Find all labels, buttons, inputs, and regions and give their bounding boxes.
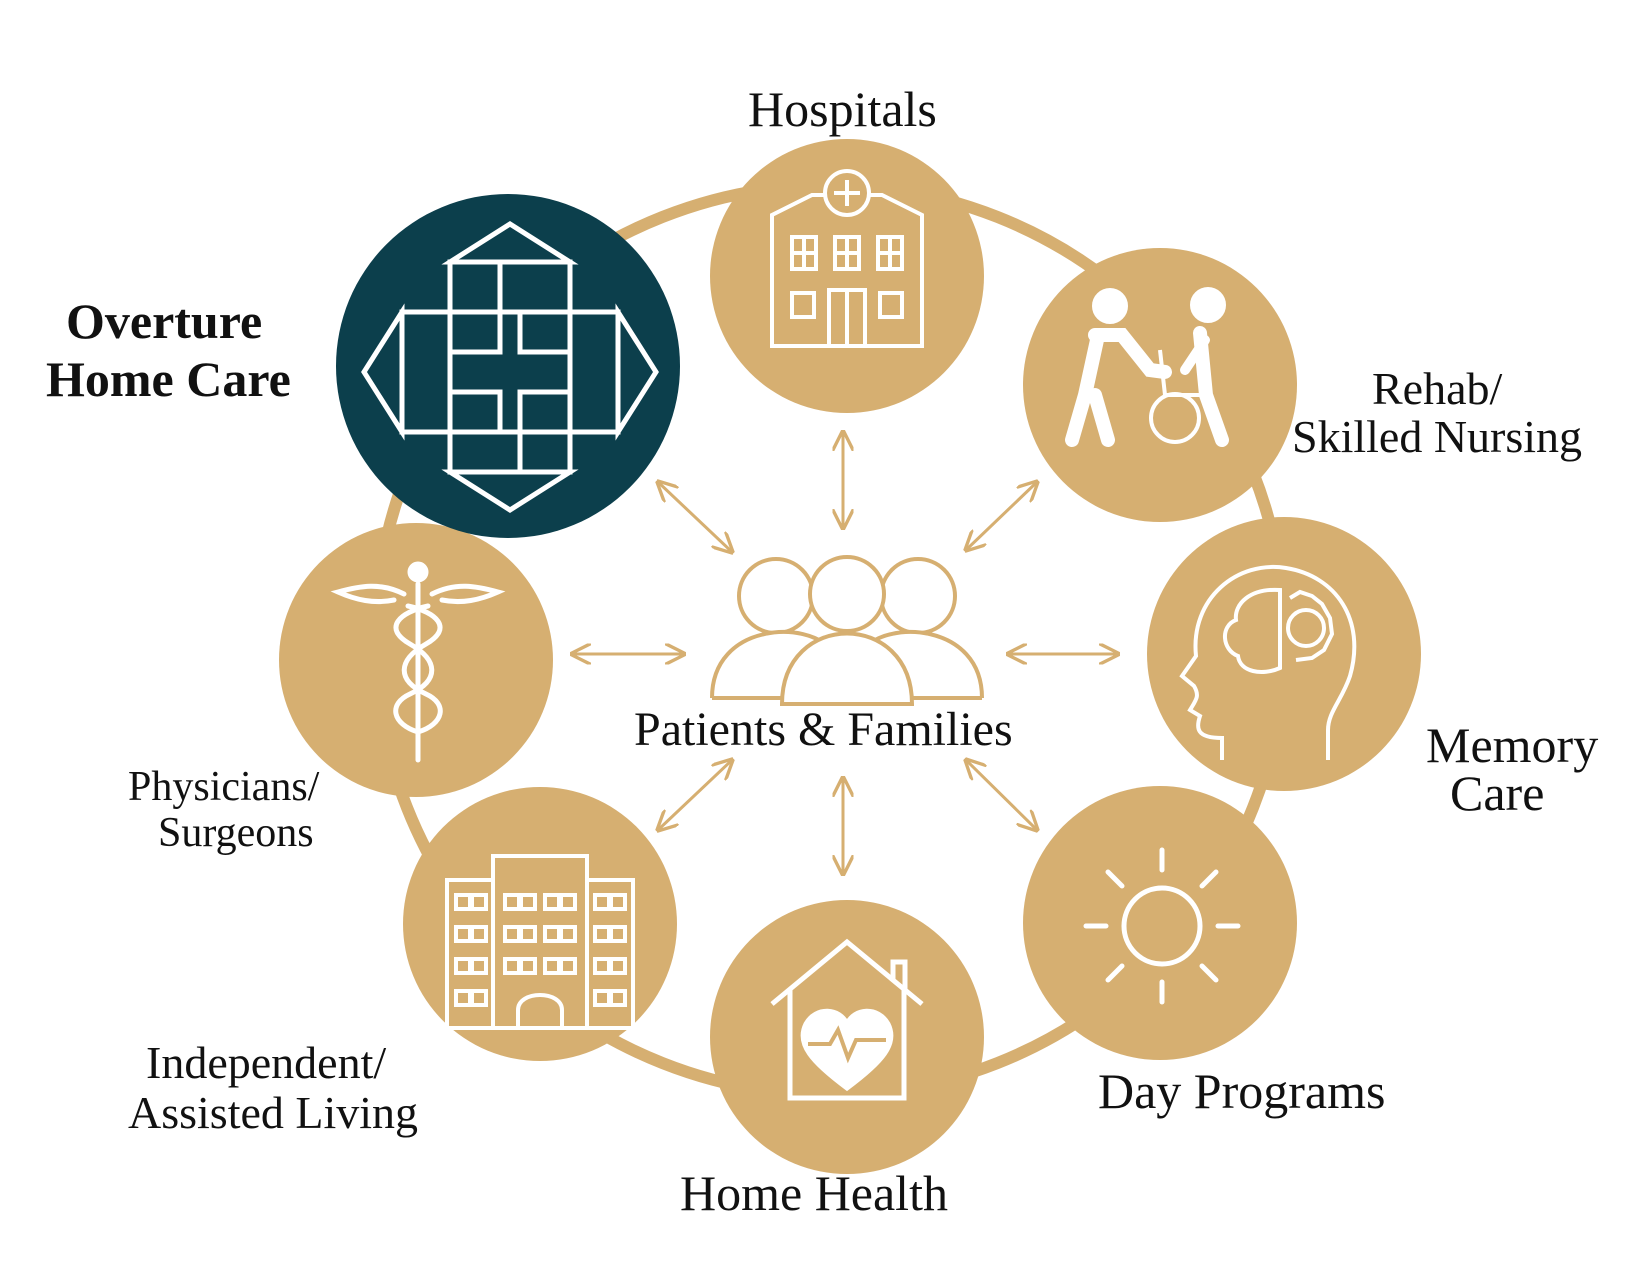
hospital-icon xyxy=(770,169,924,348)
hospitals-node xyxy=(710,139,984,413)
arrow-overture xyxy=(658,482,732,552)
center-label: Patients & Families xyxy=(634,703,1013,756)
independent-living-node xyxy=(403,787,677,1061)
house-heart-icon xyxy=(770,938,924,1101)
memory-label-line1: Memory xyxy=(1426,717,1599,773)
brand-line2: Home Care xyxy=(46,351,291,407)
brand-line1: Overture xyxy=(66,293,263,349)
independent-label-line2: Assisted Living xyxy=(128,1087,419,1138)
arrows xyxy=(572,432,1118,874)
arrow-day xyxy=(966,760,1037,830)
rehab-label-line2: Skilled Nursing xyxy=(1292,411,1583,462)
rehab-caregiver-icon xyxy=(1065,287,1229,447)
physicians-label-line1: Physicians/ xyxy=(128,764,320,810)
rehab-label-line1: Rehab/ xyxy=(1372,363,1503,414)
overture-logo-icon xyxy=(361,221,659,513)
physicians-label-line2: Surgeons xyxy=(158,810,314,856)
home-health-node xyxy=(710,900,984,1174)
hospitals-label: Hospitals xyxy=(748,81,937,137)
patients-families-icon xyxy=(710,555,984,706)
apartment-building-icon xyxy=(434,854,650,1030)
caduceus-icon xyxy=(330,561,506,763)
memory-care-node xyxy=(1147,517,1421,791)
arrow-rehab xyxy=(966,482,1037,550)
independent-label-line1: Independent/ xyxy=(146,1037,387,1088)
sun-icon xyxy=(1083,847,1241,1005)
day-programs-node xyxy=(1023,786,1297,1060)
physicians-node xyxy=(279,523,553,797)
rehab-node xyxy=(1023,248,1297,522)
day-programs-label: Day Programs xyxy=(1098,1063,1386,1119)
overture-logo-node xyxy=(336,194,680,538)
home-health-label: Home Health xyxy=(680,1165,948,1221)
brain-head-icon xyxy=(1179,564,1357,760)
arrow-independent xyxy=(658,760,732,830)
memory-label-line2: Care xyxy=(1450,765,1545,821)
